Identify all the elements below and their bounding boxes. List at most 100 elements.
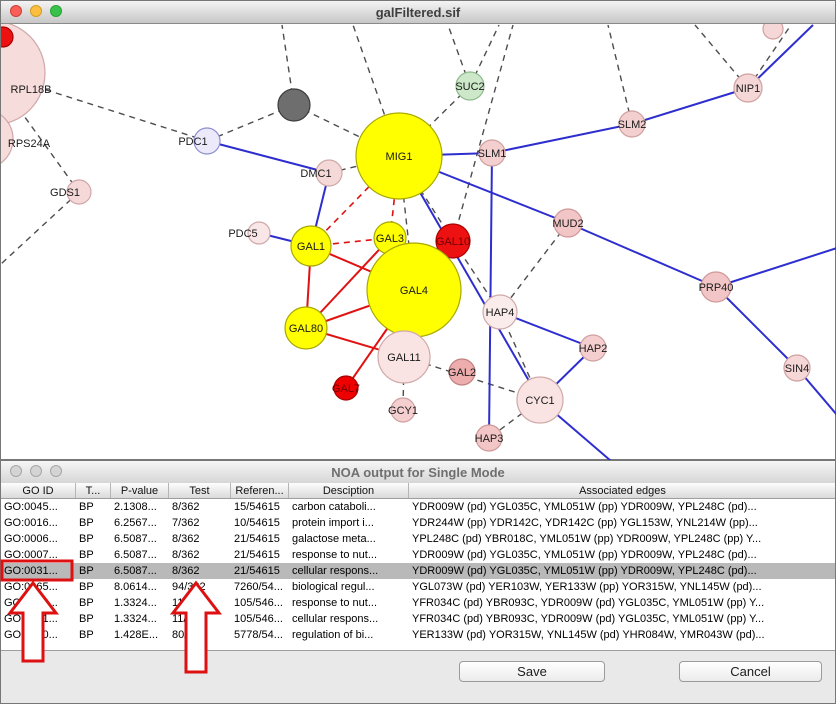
zoom-icon[interactable] — [50, 5, 62, 17]
network-node-suc2[interactable]: SUC2 — [455, 71, 485, 101]
network-edge-pp[interactable] — [715, 286, 798, 369]
column-header-type[interactable]: T... — [76, 483, 111, 498]
noa-titlebar[interactable]: NOA output for Single Mode — [1, 461, 835, 484]
network-node-rps24a[interactable]: RPS24A — [1, 109, 51, 169]
network-node-nip1[interactable]: NIP1 — [733, 73, 763, 103]
cell-go-id: GO:0045... — [4, 501, 58, 513]
network-edge-pp[interactable] — [715, 247, 836, 288]
cell-test: 11/362 — [172, 597, 205, 609]
network-node-hap3[interactable]: HAP3 — [475, 424, 504, 452]
minimize-icon[interactable] — [30, 465, 42, 477]
network-node-mud2[interactable]: MUD2 — [552, 208, 584, 238]
network-edge-pp[interactable] — [567, 222, 717, 288]
cell-associated-edges: YDR009W (pd) YGL035C, YML051W (pp) YDR00… — [412, 565, 757, 577]
cell-test: 8/362 — [172, 549, 200, 561]
network-edge-pp[interactable] — [488, 152, 493, 439]
network-node-gal80[interactable]: GAL80 — [284, 306, 328, 350]
cell-p-value: 1.3324... — [114, 597, 157, 609]
network-node-slm1[interactable]: SLM1 — [478, 139, 507, 167]
network-node-cyc1[interactable]: CYC1 — [516, 376, 564, 424]
network-node-gal10[interactable]: GAL10 — [435, 223, 471, 259]
network-edge-pd[interactable] — [293, 104, 400, 157]
network-node-pdc1[interactable]: PDC1 — [178, 127, 221, 155]
network-edge-pd[interactable] — [1, 191, 80, 265]
column-header-go-id[interactable]: GO ID — [1, 483, 76, 498]
network-node-hap4[interactable]: HAP4 — [482, 294, 518, 330]
column-header-associated-edges[interactable]: Associated edges — [409, 483, 836, 498]
network-node-rpl18b[interactable]: RPL18B — [1, 21, 51, 125]
network-node-gal2[interactable]: GAL2 — [448, 358, 476, 386]
network-node-gcy1[interactable]: GCY1 — [388, 397, 418, 423]
network-node-gal7[interactable]: GAL7 — [332, 375, 360, 401]
network-node-hap2[interactable]: HAP2 — [579, 334, 608, 362]
network-node-dmc1[interactable]: DMC1 — [300, 159, 343, 187]
network-edge-pp[interactable] — [206, 140, 330, 174]
cell-type: BP — [79, 533, 94, 545]
node-label: SLM2 — [618, 119, 647, 131]
cell-go-id: GO:0031... — [4, 565, 58, 577]
cell-test: 11/362 — [172, 613, 205, 625]
network-edge-pd[interactable] — [452, 24, 514, 242]
cell-go-id: GO:0016... — [4, 517, 58, 529]
network-node-pdc5[interactable]: PDC5 — [228, 221, 271, 245]
column-header-description[interactable]: Desciption — [289, 483, 409, 498]
cell-go-id: GO:0050... — [4, 629, 58, 641]
cell-description: cellular respons... — [292, 613, 379, 625]
cell-reference: 21/54615 — [234, 549, 280, 561]
network-edge-pp[interactable] — [631, 87, 749, 125]
column-header-test[interactable]: Test — [169, 483, 231, 498]
node-label: HAP2 — [579, 343, 608, 355]
network-edge-pd[interactable] — [499, 222, 569, 313]
network-node-mig1[interactable]: MIG1 — [355, 112, 443, 200]
cell-reference: 7260/54... — [234, 581, 283, 593]
network-edge-pp[interactable] — [491, 123, 633, 154]
network-node-gal11[interactable]: GAL11 — [377, 330, 431, 384]
network-titlebar[interactable]: galFiltered.sif — [1, 1, 835, 24]
network-node-gds1[interactable]: GDS1 — [50, 179, 92, 205]
cell-description: regulation of bi... — [292, 629, 374, 641]
cell-test: 8/362 — [172, 565, 200, 577]
cell-associated-edges: YDR244W (pp) YDR142C, YDR142C (pp) YGL15… — [412, 517, 758, 529]
save-button[interactable]: Save — [459, 661, 605, 682]
network-edge-pd[interactable] — [398, 85, 471, 157]
network-node-gal4[interactable]: GAL4 — [366, 242, 462, 338]
network-node-unnamed-dark[interactable] — [277, 88, 311, 122]
node-label: RPS24A — [8, 138, 51, 150]
cancel-button[interactable]: Cancel — [679, 661, 822, 682]
column-header-p-value[interactable]: P-value — [111, 483, 169, 498]
network-edge-pd[interactable] — [607, 24, 633, 125]
cell-test: 8/362 — [172, 533, 200, 545]
network-node-slm2[interactable]: SLM2 — [618, 110, 647, 138]
network-edge-pp[interactable] — [398, 155, 541, 401]
cell-reference: 10/54615 — [234, 517, 280, 529]
network-edge-pp[interactable] — [747, 24, 814, 89]
minimize-icon[interactable] — [30, 5, 42, 17]
network-node-prp40[interactable]: PRP40 — [699, 271, 734, 303]
close-icon[interactable] — [10, 465, 22, 477]
window-controls — [10, 465, 62, 477]
node-label: GAL7 — [332, 383, 360, 395]
node-label: SIN4 — [785, 363, 809, 375]
zoom-icon[interactable] — [50, 465, 62, 477]
network-node-red-topleft[interactable] — [1, 26, 14, 48]
column-header-reference[interactable]: Referen... — [231, 483, 289, 498]
cell-type: BP — [79, 597, 94, 609]
close-icon[interactable] — [10, 5, 22, 17]
network-node-sin4[interactable]: SIN4 — [783, 354, 811, 382]
network-node-gal1[interactable]: GAL1 — [290, 225, 332, 267]
cell-go-id: GO:0006... — [4, 533, 58, 545]
cell-associated-edges: YPL248C (pd) YBR018C, YML051W (pp) YDR00… — [412, 533, 762, 545]
